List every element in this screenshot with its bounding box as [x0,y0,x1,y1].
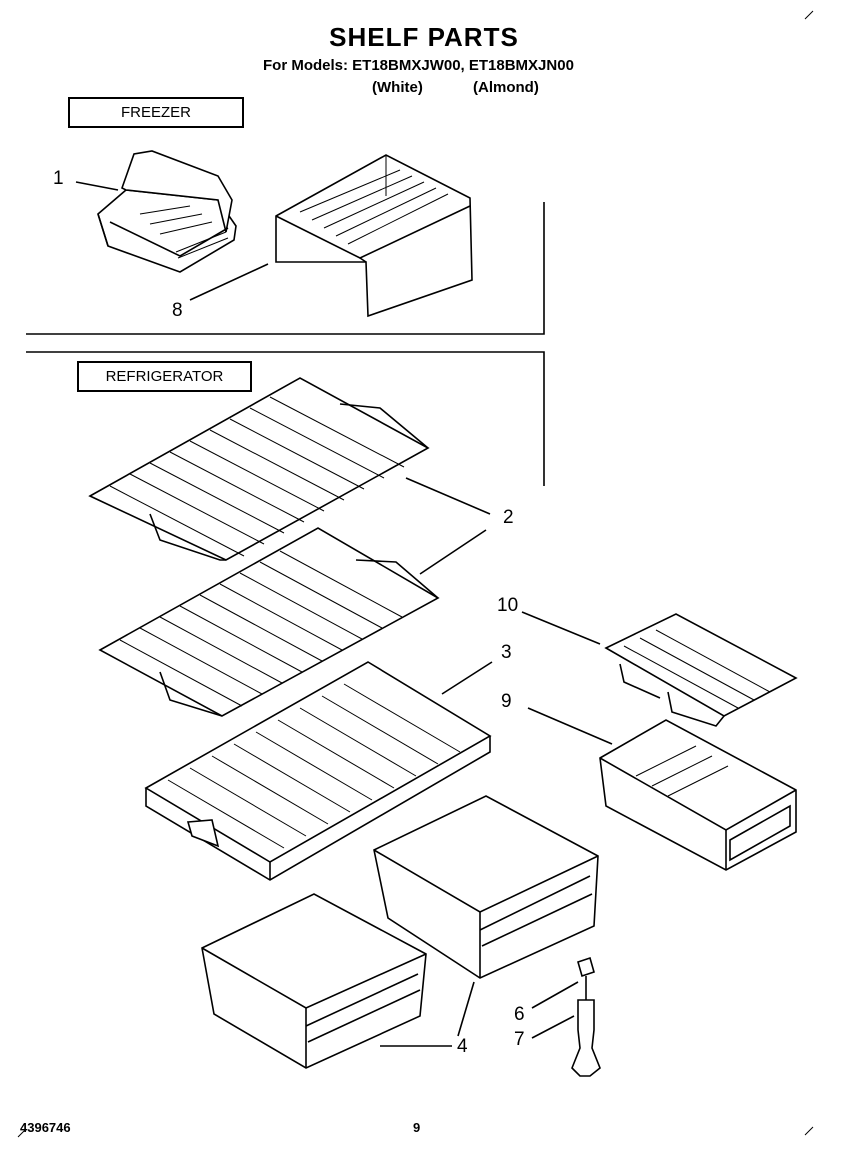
refrigerator-section-label: REFRIGERATOR [77,361,252,392]
callout-2: 2 [503,507,514,528]
freezer-basket-part-1 [97,150,237,273]
callout-8: 8 [172,300,183,321]
refrigerator-wire-shelf-part-2-lower [98,527,440,717]
freezer-wire-shelf-part-8 [275,154,473,318]
section-dividers [26,202,545,486]
meat-pan-part-9 [599,719,797,871]
refrigerator-wire-shelf-part-2-upper [88,377,430,561]
callout-1: 1 [53,168,64,189]
callout-7: 7 [514,1029,525,1050]
callout-leaders [75,181,613,1047]
corner-marks [17,10,814,1138]
crisper-drawer-part-4-right [373,795,599,979]
crisper-cover-part-3 [144,661,492,881]
callout-10: 10 [497,595,519,616]
page-title: SHELF PARTS [329,22,519,52]
callout-9: 9 [501,691,512,712]
finish-white: (White) [372,79,423,96]
callout-6: 6 [514,1004,525,1025]
callout-3: 3 [501,642,512,663]
finish-almond: (Almond) [473,79,539,96]
models-line: For Models: ET18BMXJW00, ET18BMXJN00 [263,57,574,74]
crisper-drawer-part-4-left [201,893,427,1069]
page-number: 9 [413,1120,421,1135]
document-number: 4396746 [20,1120,71,1135]
small-wire-shelf-part-10 [604,613,798,727]
callout-4: 4 [457,1036,468,1057]
freezer-section-label: FREEZER [68,97,244,128]
leveling-leg-parts-6-7 [571,956,601,1077]
